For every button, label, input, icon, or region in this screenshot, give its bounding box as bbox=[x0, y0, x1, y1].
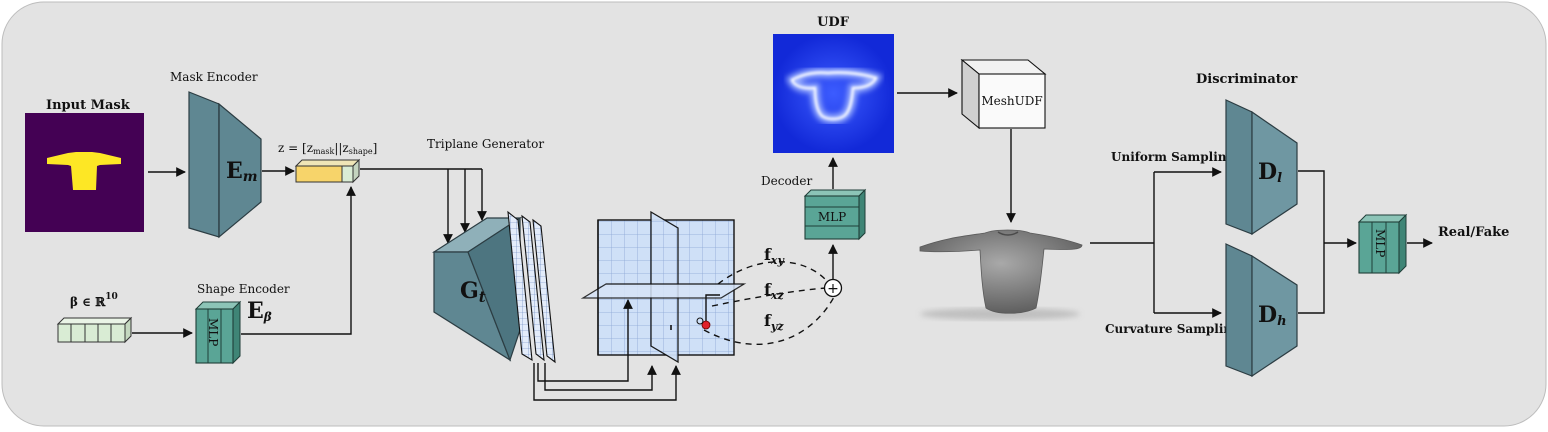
beta-vector bbox=[56, 316, 133, 344]
arrow-plane-xz bbox=[544, 363, 657, 391]
generator-block bbox=[431, 216, 523, 362]
latent-label: z = [zmask||zshape] bbox=[278, 141, 377, 156]
sum-node bbox=[823, 278, 843, 298]
garment-mesh bbox=[919, 229, 1083, 320]
disc-high-symbol: Dh bbox=[1258, 302, 1287, 329]
mask-encoder-symbol: Em bbox=[226, 158, 258, 185]
arrow-shape-to-latent bbox=[241, 186, 356, 335]
decoder-label: Decoder bbox=[761, 174, 812, 188]
feature-path-xy bbox=[717, 261, 827, 285]
latent-vector bbox=[294, 158, 361, 184]
uniform-sampling-label: Uniform Sampling bbox=[1111, 150, 1235, 164]
mask-encoder-label: Mask Encoder bbox=[170, 70, 258, 84]
sample-point bbox=[701, 320, 711, 330]
generator-symbol: Gt bbox=[460, 278, 486, 306]
arrow-plane-yz bbox=[533, 363, 681, 401]
feature-path-xz bbox=[711, 287, 827, 307]
discriminator-label: Discriminator bbox=[1196, 72, 1297, 87]
disc-low-symbol: Dl bbox=[1258, 159, 1282, 186]
discriminator-low bbox=[1225, 99, 1298, 236]
feature-fxy-label: fxy bbox=[764, 245, 785, 267]
input-mask-image bbox=[25, 113, 144, 232]
feature-fxz-label: fxz bbox=[764, 280, 784, 302]
real-fake-label: Real/Fake bbox=[1438, 225, 1509, 240]
shape-encoder-mlp-text: MLP bbox=[206, 318, 220, 346]
triplane-feature-planes bbox=[507, 210, 556, 364]
beta-label: β ∈ ℝ10 bbox=[70, 292, 118, 309]
shape-encoder-mlp bbox=[194, 300, 242, 365]
triplane-generator-label: Triplane Generator bbox=[427, 137, 544, 151]
final-mlp bbox=[1357, 213, 1408, 275]
sum-node-symbol: + bbox=[827, 281, 839, 297]
projection-lines bbox=[705, 294, 720, 325]
udf-image bbox=[773, 34, 894, 153]
decoder-mlp bbox=[803, 188, 867, 241]
meshudf-text: MeshUDF bbox=[981, 94, 1042, 108]
udf-label: UDF bbox=[817, 15, 850, 30]
triplane-volume bbox=[580, 210, 747, 364]
feature-fyz-label: fyz bbox=[764, 311, 784, 333]
shape-encoder-label: Shape Encoder bbox=[197, 282, 290, 296]
wire-merge bbox=[1298, 170, 1325, 314]
final-mlp-text: MLP bbox=[1373, 229, 1387, 257]
shape-encoder-symbol: Eβ bbox=[247, 298, 272, 324]
decoder-mlp-text: MLP bbox=[818, 210, 846, 224]
discriminator-high bbox=[1225, 243, 1298, 378]
meshudf-block bbox=[960, 58, 1047, 130]
sample-point-projection bbox=[696, 317, 704, 325]
feature-path-yz bbox=[703, 296, 835, 345]
mask-encoder-block bbox=[188, 91, 262, 239]
curvature-sampling-label: Curvature Sampling bbox=[1105, 322, 1241, 336]
input-mask-label: Input Mask bbox=[46, 98, 131, 113]
arrow-plane-xy bbox=[537, 299, 633, 382]
